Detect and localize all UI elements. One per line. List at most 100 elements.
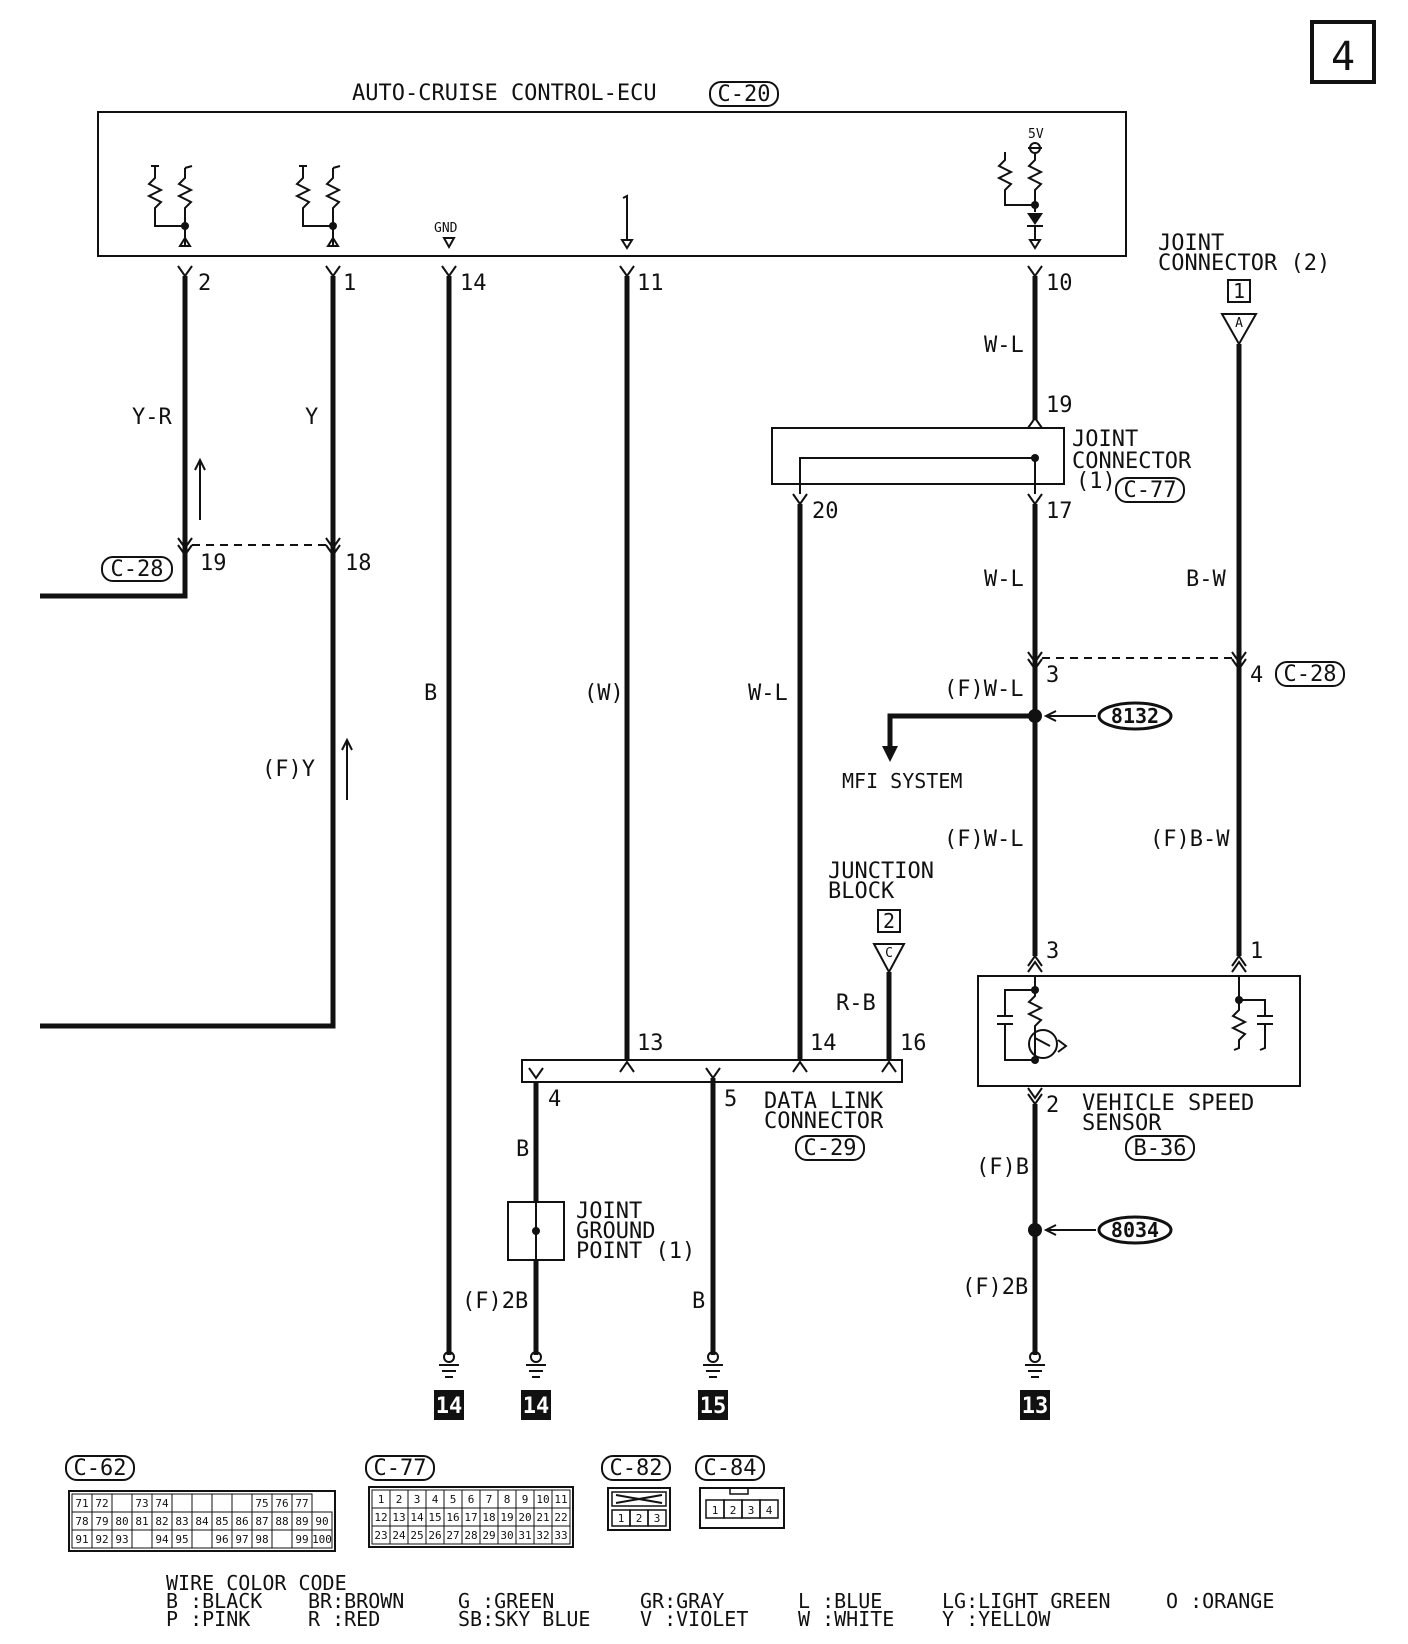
c62-pin-label: 95 <box>175 1533 188 1546</box>
vss-out-terminal <box>1027 1087 1043 1106</box>
wire-color-entry: V :VIOLET <box>640 1607 748 1631</box>
ecu-box <box>97 111 1127 257</box>
dlc-code: C-29 <box>804 1136 857 1161</box>
c77-pin-label: 8 <box>504 1493 511 1506</box>
vss-terminals <box>1027 954 1247 973</box>
jc2-triangle <box>1220 313 1258 347</box>
ecu-code: C-20 <box>718 82 771 107</box>
ground-icon <box>526 1351 546 1378</box>
wire-label-f-y: (F)Y <box>262 757 315 782</box>
c77-pin-label: 21 <box>536 1511 549 1524</box>
c28-left-code-box <box>101 556 173 582</box>
c77-pin-label: 23 <box>374 1529 387 1542</box>
c62-pin-label: 78 <box>75 1515 88 1528</box>
resistor-capacitor-icon <box>1230 976 1273 1051</box>
resistor-pair-icon <box>294 165 342 247</box>
dlc-code-box <box>795 1135 865 1161</box>
c77-pin-label: 16 <box>446 1511 459 1524</box>
c84-code: C-84 <box>704 1456 757 1481</box>
jc1-pin-19: 19 <box>1046 393 1073 418</box>
arrow-up-icon <box>341 737 353 800</box>
arrow-left-icon <box>1043 710 1096 722</box>
c62-code-box <box>65 1455 135 1481</box>
c77-pin-label: 17 <box>464 1511 477 1524</box>
junction-block-line2: BLOCK <box>828 879 895 904</box>
wire-label-f-b-w: (F)B-W <box>1150 827 1230 852</box>
wire-color-entry: O :ORANGE <box>1166 1589 1274 1613</box>
c62-pin-label: 86 <box>235 1515 248 1528</box>
wire-label-y: Y <box>305 405 318 430</box>
wire-label-b-dlc5: B <box>692 1289 705 1314</box>
junction-block-line1: JUNCTION <box>828 859 934 884</box>
page-number: 4 <box>1331 34 1355 80</box>
resistor-pair-icon <box>146 165 194 247</box>
wire-label-w: (W) <box>584 681 624 706</box>
c28-right-pin-3: 3 <box>1046 663 1059 688</box>
c62-pin-label: 96 <box>215 1533 228 1546</box>
jc2-num: 1 <box>1233 279 1245 303</box>
ecu-pin-11: 11 <box>637 271 664 296</box>
wire-color-entry: G :GREEN <box>458 1589 554 1613</box>
page-number-box <box>1310 20 1376 84</box>
c62-pin-label: 71 <box>75 1497 88 1510</box>
c77-pin-label: 5 <box>450 1493 457 1506</box>
ground-ref-14b: 14 <box>523 1394 550 1419</box>
c62-pin-label: 82 <box>155 1515 168 1528</box>
c62-pin-label: 87 <box>255 1515 268 1528</box>
c77-pin-label: 24 <box>392 1529 406 1542</box>
c62-cell <box>271 1529 293 1549</box>
jc2-letter: A <box>1235 316 1243 331</box>
wire-label-b-w: B-W <box>1186 567 1226 592</box>
c77-pin-label: 9 <box>522 1493 529 1506</box>
dlc-pin-13: 13 <box>637 1031 664 1056</box>
c77-pin-label: 13 <box>392 1511 405 1524</box>
c62-cell <box>131 1529 153 1549</box>
c82-connector-face: 1 2 3 <box>607 1487 671 1531</box>
c82-code: C-82 <box>610 1456 663 1481</box>
c62-cell <box>171 1493 193 1513</box>
c77-pin-label: 31 <box>518 1529 531 1542</box>
ground-ref-13: 13 <box>1022 1394 1049 1419</box>
c77-pin-label: 2 <box>396 1493 403 1506</box>
c62-pin-label: 94 <box>155 1533 169 1546</box>
dlc-line1: DATA LINK <box>764 1089 884 1114</box>
ecu-pin-1: 1 <box>343 271 356 296</box>
c62-code: C-62 <box>74 1456 127 1481</box>
wire-label-w-l-mid: W-L <box>984 567 1024 592</box>
c77-pin-label: 20 <box>518 1511 531 1524</box>
c62-pin-label: 90 <box>315 1515 328 1528</box>
dlc-pin-4: 4 <box>548 1087 561 1112</box>
wire-label-b-dlc4: B <box>516 1137 529 1162</box>
c77-pin-label: 25 <box>410 1529 423 1542</box>
vss-code-box <box>1125 1135 1195 1161</box>
c62-pin-label: 74 <box>155 1497 169 1510</box>
c62-pin-label: 77 <box>295 1497 308 1510</box>
jc1-line1: JOINT <box>1072 427 1138 452</box>
ecu-title: AUTO-CRUISE CONTROL-ECU <box>352 81 657 106</box>
splice-8132-badge <box>1097 701 1173 731</box>
wire-color-entry: LG:LIGHT GREEN <box>942 1589 1111 1613</box>
transistor-icon <box>997 976 1068 1064</box>
gnd-label: GND <box>434 221 458 236</box>
wire-color-entry: SB:SKY BLUE <box>458 1607 590 1631</box>
splice-8034: 8034 <box>1111 1218 1159 1242</box>
c77-pin-label: 12 <box>374 1511 387 1524</box>
jc1-internal-bus <box>799 457 1036 494</box>
svg-text:3: 3 <box>654 1512 661 1525</box>
c84-code-box <box>695 1455 765 1481</box>
c62-cell <box>311 1529 333 1549</box>
c77-pin-label: 28 <box>464 1529 477 1542</box>
arrow-up-icon <box>194 457 206 520</box>
wire-mfi-branch <box>887 713 1035 748</box>
wire-label-f-w-l-2: (F)W-L <box>944 827 1023 852</box>
c77-pin-label: 33 <box>554 1529 567 1542</box>
jc2-line1: JOINT <box>1158 231 1224 256</box>
c28-right-code-box <box>1275 661 1345 687</box>
wire-color-code-title: WIRE COLOR CODE <box>166 1571 347 1595</box>
dlc-terminals <box>528 1060 897 1080</box>
c77-pin-label: 3 <box>414 1493 421 1506</box>
dlc-pin-14: 14 <box>810 1031 837 1056</box>
